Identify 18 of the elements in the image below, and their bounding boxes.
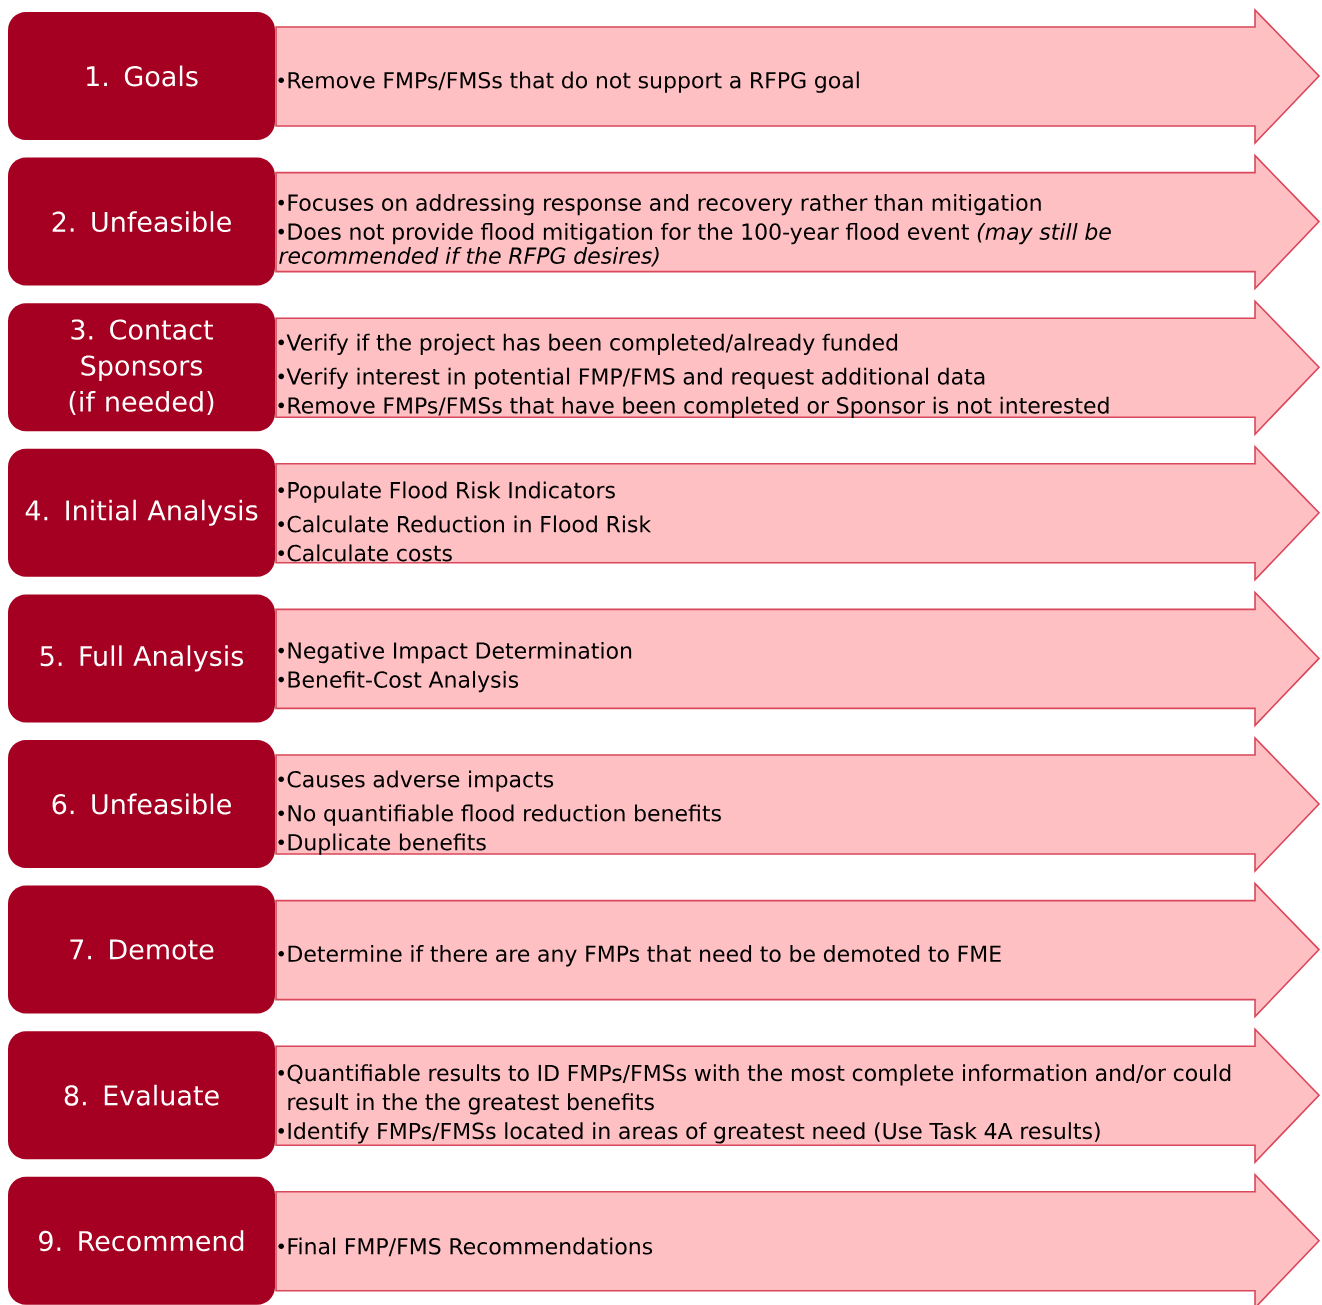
step-box: 6. Unfeasible xyxy=(8,740,275,868)
arrow-band: Populate Flood Risk Indicators Calculate Reduction in Flood Risk Calculate costs xyxy=(275,444,1321,582)
step-box: 2. Unfeasible xyxy=(8,157,275,286)
arrow-band: Remove FMPs/FMSs that do not support a RFPG goal xyxy=(275,8,1321,145)
arrow-band: Causes adverse impacts No quantifiable flood reduction benefits Duplicate benefits xyxy=(275,736,1321,873)
arrow-band: Quantifiable results to ID FMPs/FMSs with the most complete information and/or could result in the the greatest benefits Identify FMPs/FMSs located in areas of greatest need (Use Task 4A results) xyxy=(275,1027,1321,1165)
step-box: 8. Evaluate xyxy=(8,1031,275,1160)
arrow-band: Determine if there are any FMPs that need to be demoted to FME xyxy=(275,881,1321,1019)
step-box: 9. Recommend xyxy=(8,1176,275,1305)
arrow-band: Verify if the project has been completed/already funded Verify interest in potential FMP/FMS and request additional data Remove FMPs/FMSs that have been completed or Sponsor is not interested xyxy=(275,299,1321,437)
step-box: 7. Demote xyxy=(8,885,275,1014)
step-box: 3. Contact Sponsors (if needed) xyxy=(8,303,275,432)
arrow-band: Focuses on addressing response and recovery rather than mitigation Does not provide flood mitigation for the 100-year flood event (may still be recommended if the RFPG desires) xyxy=(275,153,1321,291)
arrow-band: Final FMP/FMS Recommendations xyxy=(275,1172,1321,1305)
step-box: 5. Full Analysis xyxy=(8,594,275,723)
step-box: 4. Initial Analysis xyxy=(8,448,275,577)
step-box: 1. Goals xyxy=(8,12,275,140)
arrow-band: Negative Impact Determination Benefit-Cost Analysis xyxy=(275,590,1321,728)
